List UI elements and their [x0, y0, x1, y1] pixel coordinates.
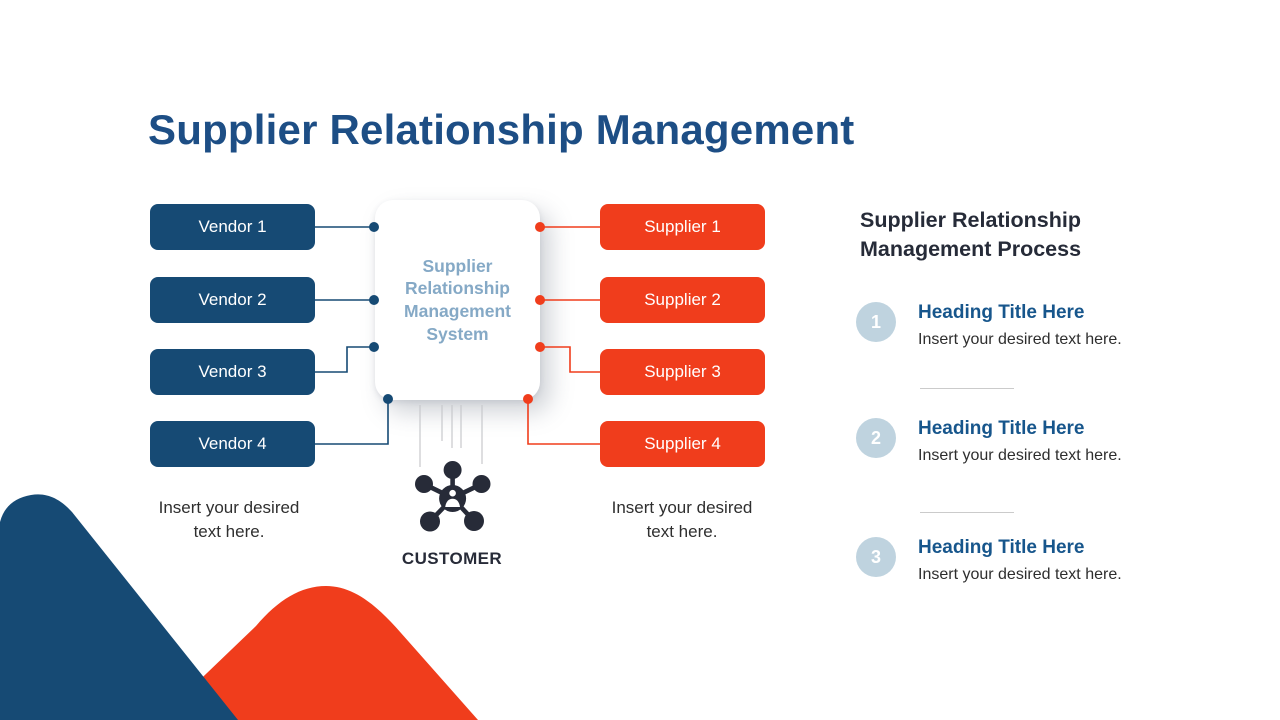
- supplier-box-1: Supplier 1: [600, 204, 765, 250]
- step-title-1: Heading Title Here: [918, 302, 1085, 323]
- supplier-label-1: Supplier 1: [644, 217, 721, 236]
- customer-label: CUSTOMER: [401, 549, 503, 568]
- supplier-box-4: Supplier 4: [600, 421, 765, 467]
- supplier-label-3: Supplier 3: [644, 362, 721, 381]
- supplier-label-2: Supplier 2: [644, 290, 721, 309]
- vendor-box-2: Vendor 2: [150, 277, 315, 323]
- divider-2: [920, 512, 1014, 513]
- process-item-1: 1 Heading Title Here Insert your desired…: [856, 302, 1176, 349]
- vendor-label-3: Vendor 3: [198, 362, 267, 381]
- vendor-box-3: Vendor 3: [150, 349, 315, 395]
- vendor-label-4: Vendor 4: [198, 434, 267, 453]
- slide-title: Supplier Relationship Management: [148, 106, 855, 153]
- supplier-label-4: Supplier 4: [644, 434, 721, 453]
- step-description-3: Insert your desired text here.: [918, 566, 1122, 583]
- step-description-1: Insert your desired text here.: [918, 331, 1122, 348]
- divider-1: [920, 388, 1014, 389]
- process-panel-heading: Supplier Relationship Management Process: [860, 208, 1082, 262]
- process-item-3: 3 Heading Title Here Insert your desired…: [856, 537, 1176, 584]
- process-item-2: 2 Heading Title Here Insert your desired…: [856, 418, 1176, 465]
- vendor-box-4: Vendor 4: [150, 421, 315, 467]
- wave-orange: [158, 586, 478, 720]
- wave-blue: [0, 494, 238, 720]
- supplier-box-3: Supplier 3: [600, 349, 765, 395]
- vendor-label-1: Vendor 1: [198, 217, 267, 236]
- vendor-box-1: Vendor 1: [150, 204, 315, 250]
- step-description-2: Insert your desired text here.: [918, 447, 1122, 464]
- step-number-badge-3: 3: [856, 537, 896, 577]
- vendor-caption: Insert your desired text here.: [158, 498, 300, 542]
- supplier-caption: Insert your desired text here.: [611, 498, 753, 542]
- supplier-box-2: Supplier 2: [600, 277, 765, 323]
- srm-system-card: Supplier Relationship Management System: [375, 200, 540, 400]
- step-number-badge-1: 1: [856, 302, 896, 342]
- step-title-2: Heading Title Here: [918, 418, 1085, 439]
- step-title-3: Heading Title Here: [918, 537, 1085, 558]
- srm-system-label: Supplier Relationship Management System: [404, 255, 511, 344]
- step-number-badge-2: 2: [856, 418, 896, 458]
- vendor-label-2: Vendor 2: [198, 290, 267, 309]
